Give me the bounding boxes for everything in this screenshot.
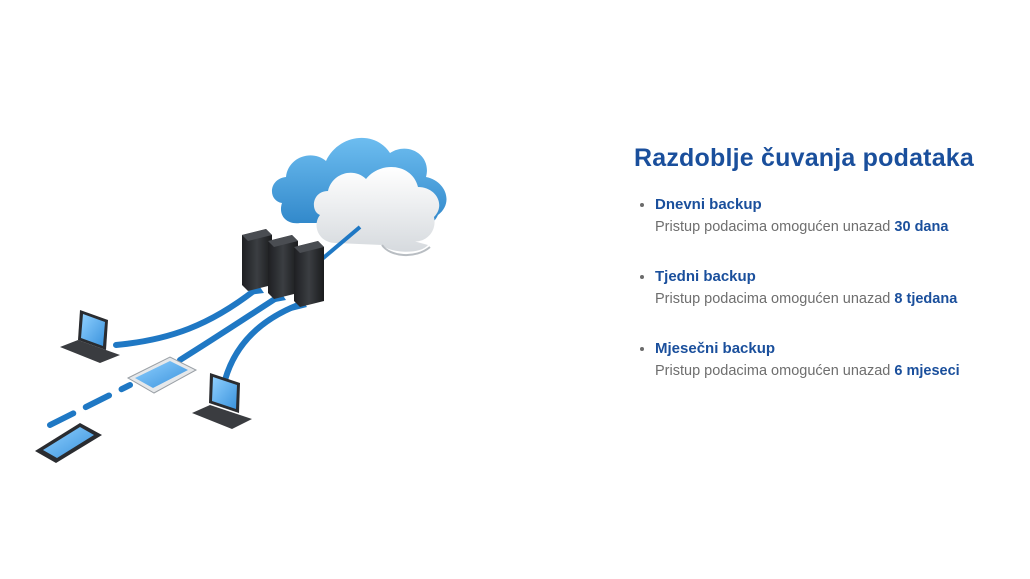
item-highlight: 8 tjedana [894, 291, 958, 307]
bullet-icon [640, 203, 644, 207]
tablet-icon [126, 356, 198, 394]
item-highlight: 6 mjeseci [894, 363, 960, 379]
list-item-monthly: Mjesečni backup Pristup podacima omoguće… [634, 339, 1024, 383]
cloud-backup-illustration [20, 95, 510, 485]
retention-list: Dnevni backup Pristup podacima omogućen … [634, 195, 1024, 383]
data-flow-arrows [47, 287, 301, 428]
bullet-icon [640, 275, 644, 279]
item-desc: Pristup podacima omogućen unazad 30 dana [655, 219, 949, 235]
item-title: Dnevni backup [655, 196, 762, 213]
laptop-icon [60, 310, 120, 363]
list-item-weekly: Tjedni backup Pristup podacima omogućen … [634, 267, 1024, 311]
section-heading: Razdoblje čuvanja podataka [634, 144, 975, 172]
item-desc: Pristup podacima omogućen unazad 8 tjeda… [655, 291, 958, 307]
laptop-icon [192, 373, 252, 429]
item-desc: Pristup podacima omogućen unazad 6 mjese… [655, 363, 960, 379]
retention-section: Razdoblje čuvanja podataka Dnevni backup… [634, 144, 1024, 383]
server-rack-icon [242, 229, 324, 307]
list-item-daily: Dnevni backup Pristup podacima omogućen … [634, 195, 1024, 239]
item-title: Tjedni backup [655, 268, 756, 285]
bullet-icon [640, 347, 644, 351]
item-title: Mjesečni backup [655, 340, 776, 357]
cloud-icon [271, 137, 447, 256]
phone-icon [35, 423, 102, 463]
item-highlight: 30 dana [894, 219, 949, 235]
